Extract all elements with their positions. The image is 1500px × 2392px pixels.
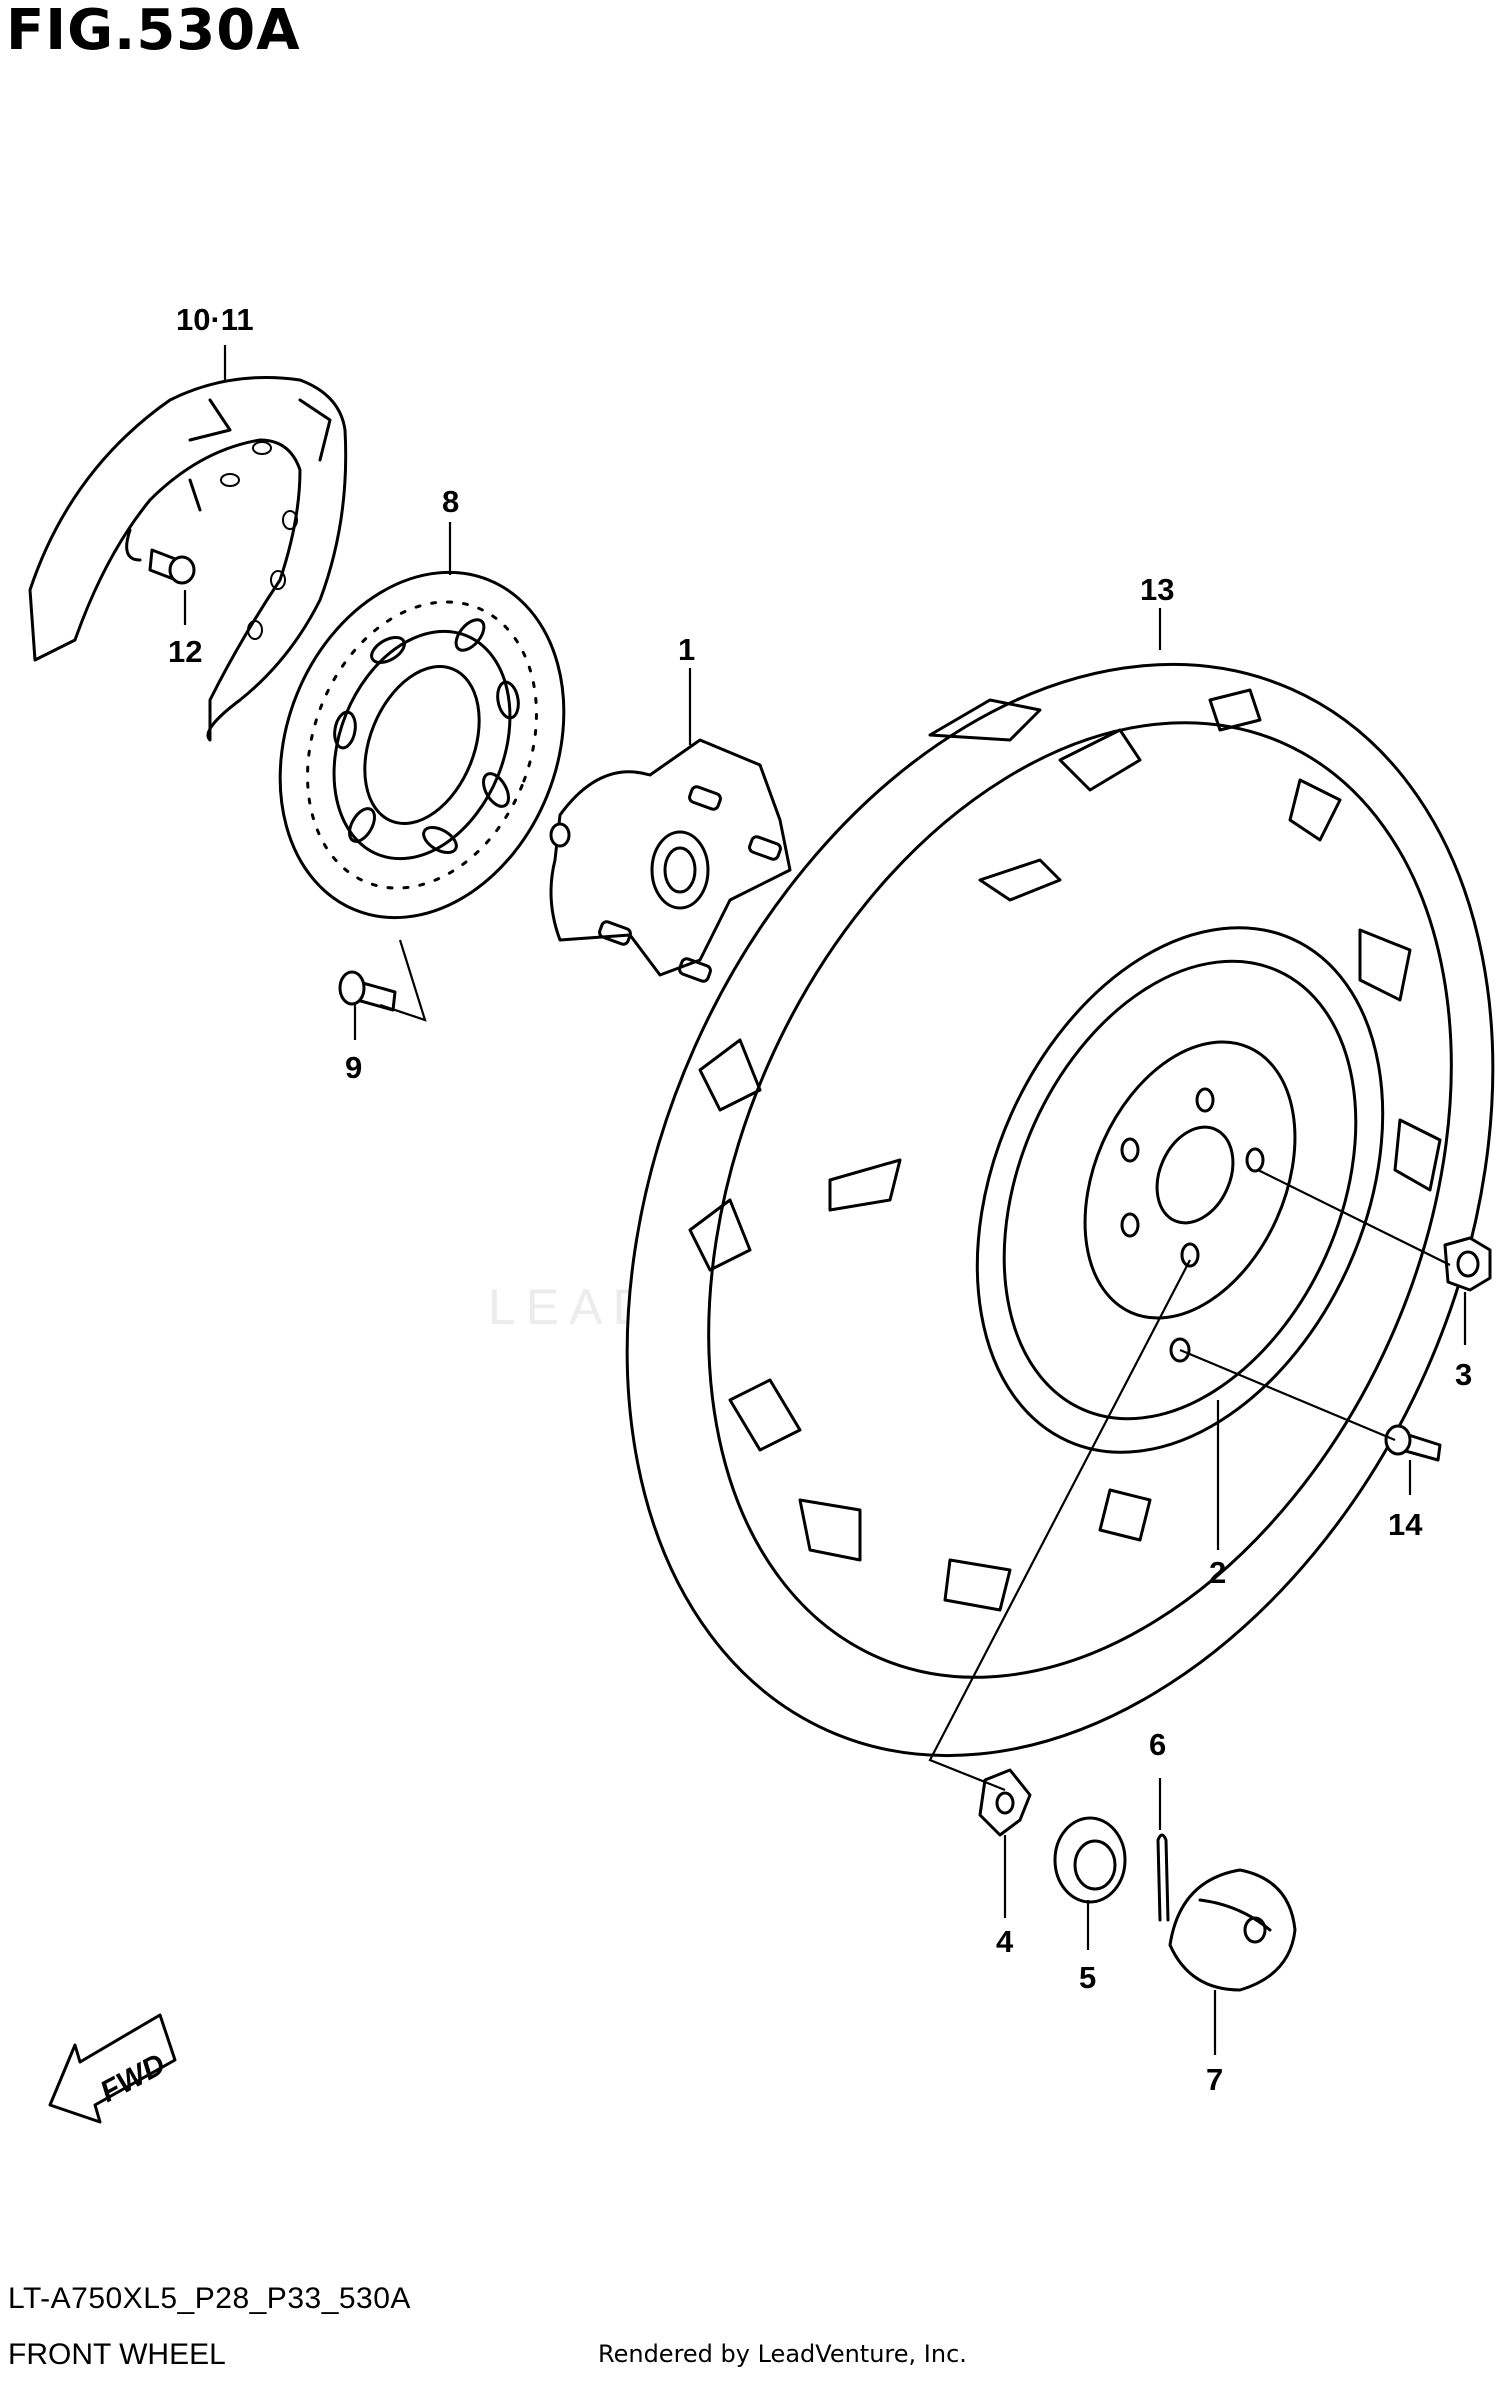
callout-3: 3 [1455,1357,1472,1392]
cotter-pin [1156,1833,1170,1922]
castle-nut [1053,1816,1127,1904]
leader-lines [183,345,1467,2055]
callout-14: 14 [1388,1507,1423,1542]
callout-10-11: 10·11 [176,302,254,337]
callout-4: 4 [996,1924,1014,1959]
callout-5: 5 [1079,1960,1096,1995]
callout-7: 7 [1206,2062,1223,2097]
fwd-arrow-icon: FWD [48,2013,177,2124]
callout-2: 2 [1209,1555,1226,1590]
tire-valve [1384,1424,1442,1462]
washer [978,1768,1032,1837]
callout-6: 6 [1149,1727,1166,1762]
bolt-12 [148,548,196,585]
figure-name: FRONT WHEEL [8,2338,226,2371]
wheel-hub [549,738,792,983]
model-code: LT-A750XL5_P28_P33_530A [8,2282,411,2315]
hub-cap [1168,1868,1297,1992]
callout-9: 9 [345,1050,362,1085]
callout-1: 1 [678,632,695,667]
brake-disc [278,570,566,920]
figure-title: FIG.530A [6,0,301,63]
wheel-rim [975,926,1385,1454]
brake-disc-cover [28,376,348,742]
lug-nut [1443,1236,1492,1292]
disc-bolt [338,970,397,1012]
callout-13: 13 [1140,572,1174,607]
rendered-by-credit: Rendered by LeadVenture, Inc. [598,2340,967,2368]
callout-8: 8 [442,484,459,519]
callout-12: 12 [168,634,202,669]
